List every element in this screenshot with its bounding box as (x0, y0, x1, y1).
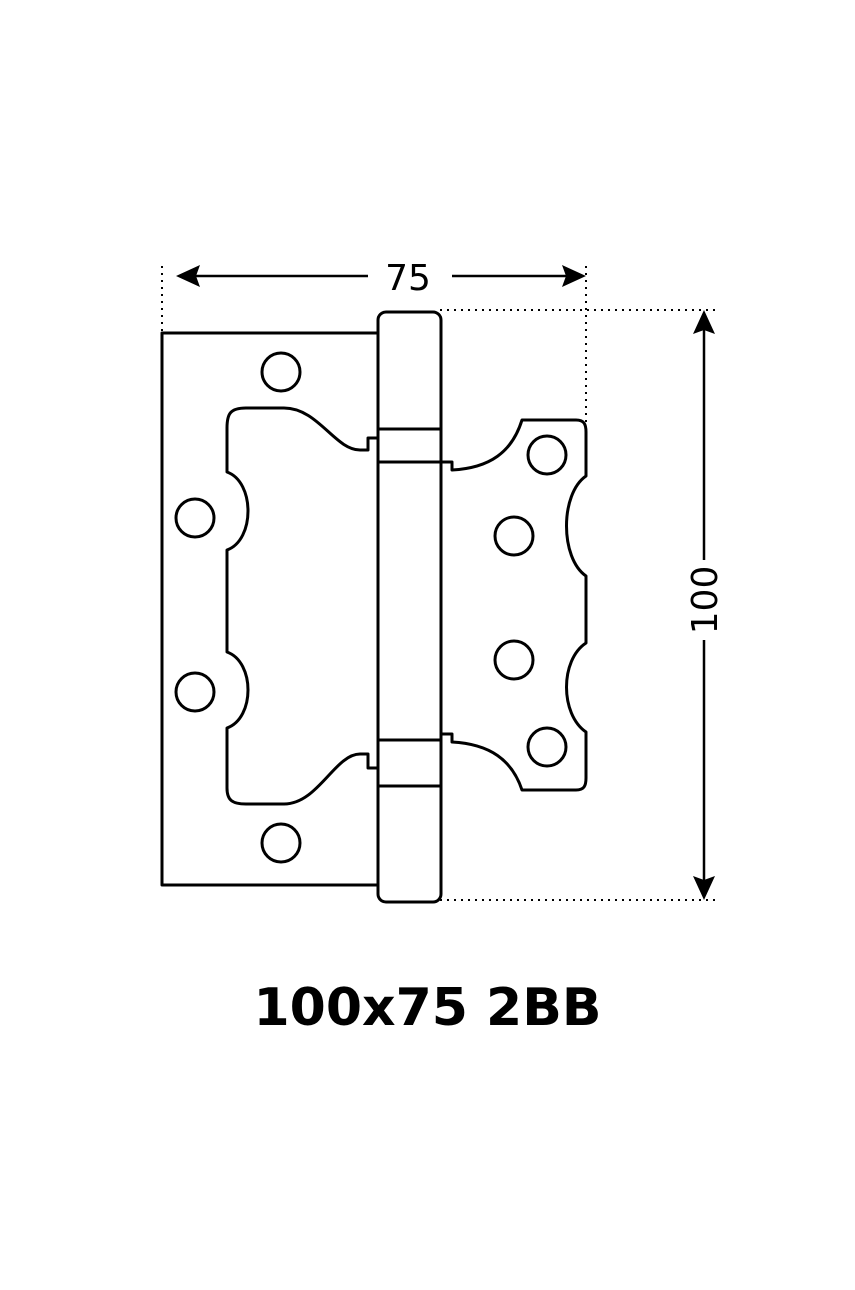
knuckle-body (376, 310, 443, 904)
height-arrow-bottom (693, 876, 715, 900)
inner-leaf (439, 418, 588, 792)
screw-hole (260, 351, 302, 393)
screw-hole (260, 822, 302, 864)
model-caption: 100x75 2BB (253, 978, 602, 1038)
outer-leaf-cutout (225, 406, 380, 806)
height-dimension: 100 (685, 310, 726, 900)
width-dimension: 75 (176, 258, 586, 299)
screw-hole (493, 515, 535, 557)
outer-leaf (160, 331, 379, 887)
width-dimension-label: 75 (385, 258, 431, 299)
screw-hole (526, 434, 568, 476)
width-arrow-right (562, 265, 586, 287)
width-arrow-left (176, 265, 200, 287)
height-arrow-top (693, 310, 715, 334)
height-dimension-label: 100 (685, 566, 726, 635)
screw-hole (174, 497, 216, 539)
screw-hole (493, 639, 535, 681)
screw-hole (526, 726, 568, 768)
screw-hole (174, 671, 216, 713)
hinge-knuckle (376, 310, 443, 904)
